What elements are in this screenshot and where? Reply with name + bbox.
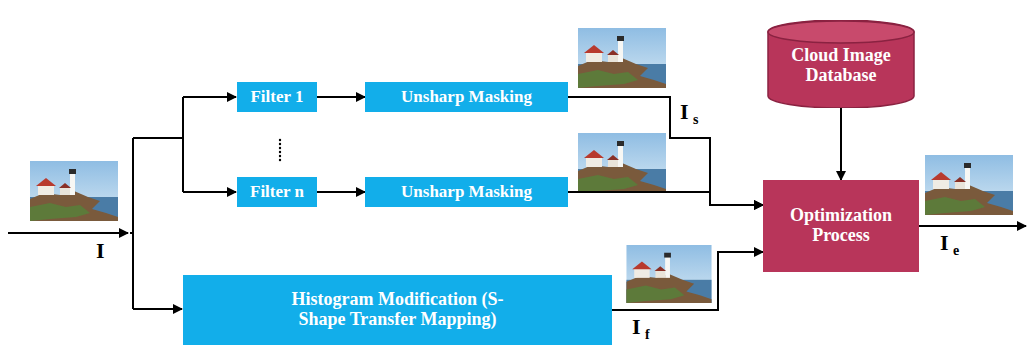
subscript-label: e: [953, 244, 959, 258]
process-box: Filter n: [237, 177, 317, 207]
histogram-image: [626, 245, 711, 303]
flow-arrow: [317, 96, 365, 98]
input-arrow: [8, 232, 128, 234]
sharpened-image: [578, 28, 666, 88]
box-text: Unsharp Masking: [401, 88, 532, 107]
process-box: Unsharp Masking: [365, 82, 568, 112]
split-line: [182, 97, 184, 192]
split-line: [132, 138, 134, 309]
signal-label: I: [940, 232, 949, 254]
output-arrow: [918, 225, 1026, 227]
split-line: [133, 137, 183, 139]
cylinder-top: [768, 21, 914, 43]
process-box: Filter 1: [237, 82, 317, 112]
input-image: [30, 161, 118, 221]
process-box: Unsharp Masking: [365, 177, 568, 207]
filter-input-arrow: [183, 96, 236, 98]
flow-arrow: [317, 191, 365, 193]
box-text: Histogram Modification (S-Shape Transfer…: [248, 290, 548, 330]
filter-input-arrow: [183, 191, 236, 193]
histogram-input-arrow: [133, 308, 182, 310]
database-cylinder: Cloud Image Database: [767, 20, 915, 108]
box-text: Cloud Image Database: [776, 46, 906, 86]
flow-arrow: [840, 108, 842, 180]
subscript-label: f: [645, 328, 650, 342]
box-text: Filter n: [250, 183, 304, 202]
box-text: Optimization Process: [771, 206, 911, 246]
signal-label: I: [632, 316, 641, 338]
process-box: Optimization Process: [763, 180, 919, 272]
sharpened-image: [578, 133, 666, 193]
ellipsis-dots: [279, 139, 281, 161]
process-box: Histogram Modification (S-Shape Transfer…: [183, 275, 612, 345]
flow-arrow: [612, 252, 763, 310]
flow-arrow: [568, 192, 763, 205]
enhanced-image: [925, 155, 1013, 215]
subscript-label: s: [693, 113, 698, 127]
box-text: Unsharp Masking: [401, 183, 532, 202]
signal-label: I: [96, 240, 105, 262]
flow-arrow: [568, 97, 763, 205]
signal-label: I: [680, 101, 689, 123]
cylinder-body: [768, 20, 914, 108]
box-text: Filter 1: [250, 88, 303, 107]
split-join: [130, 232, 133, 234]
